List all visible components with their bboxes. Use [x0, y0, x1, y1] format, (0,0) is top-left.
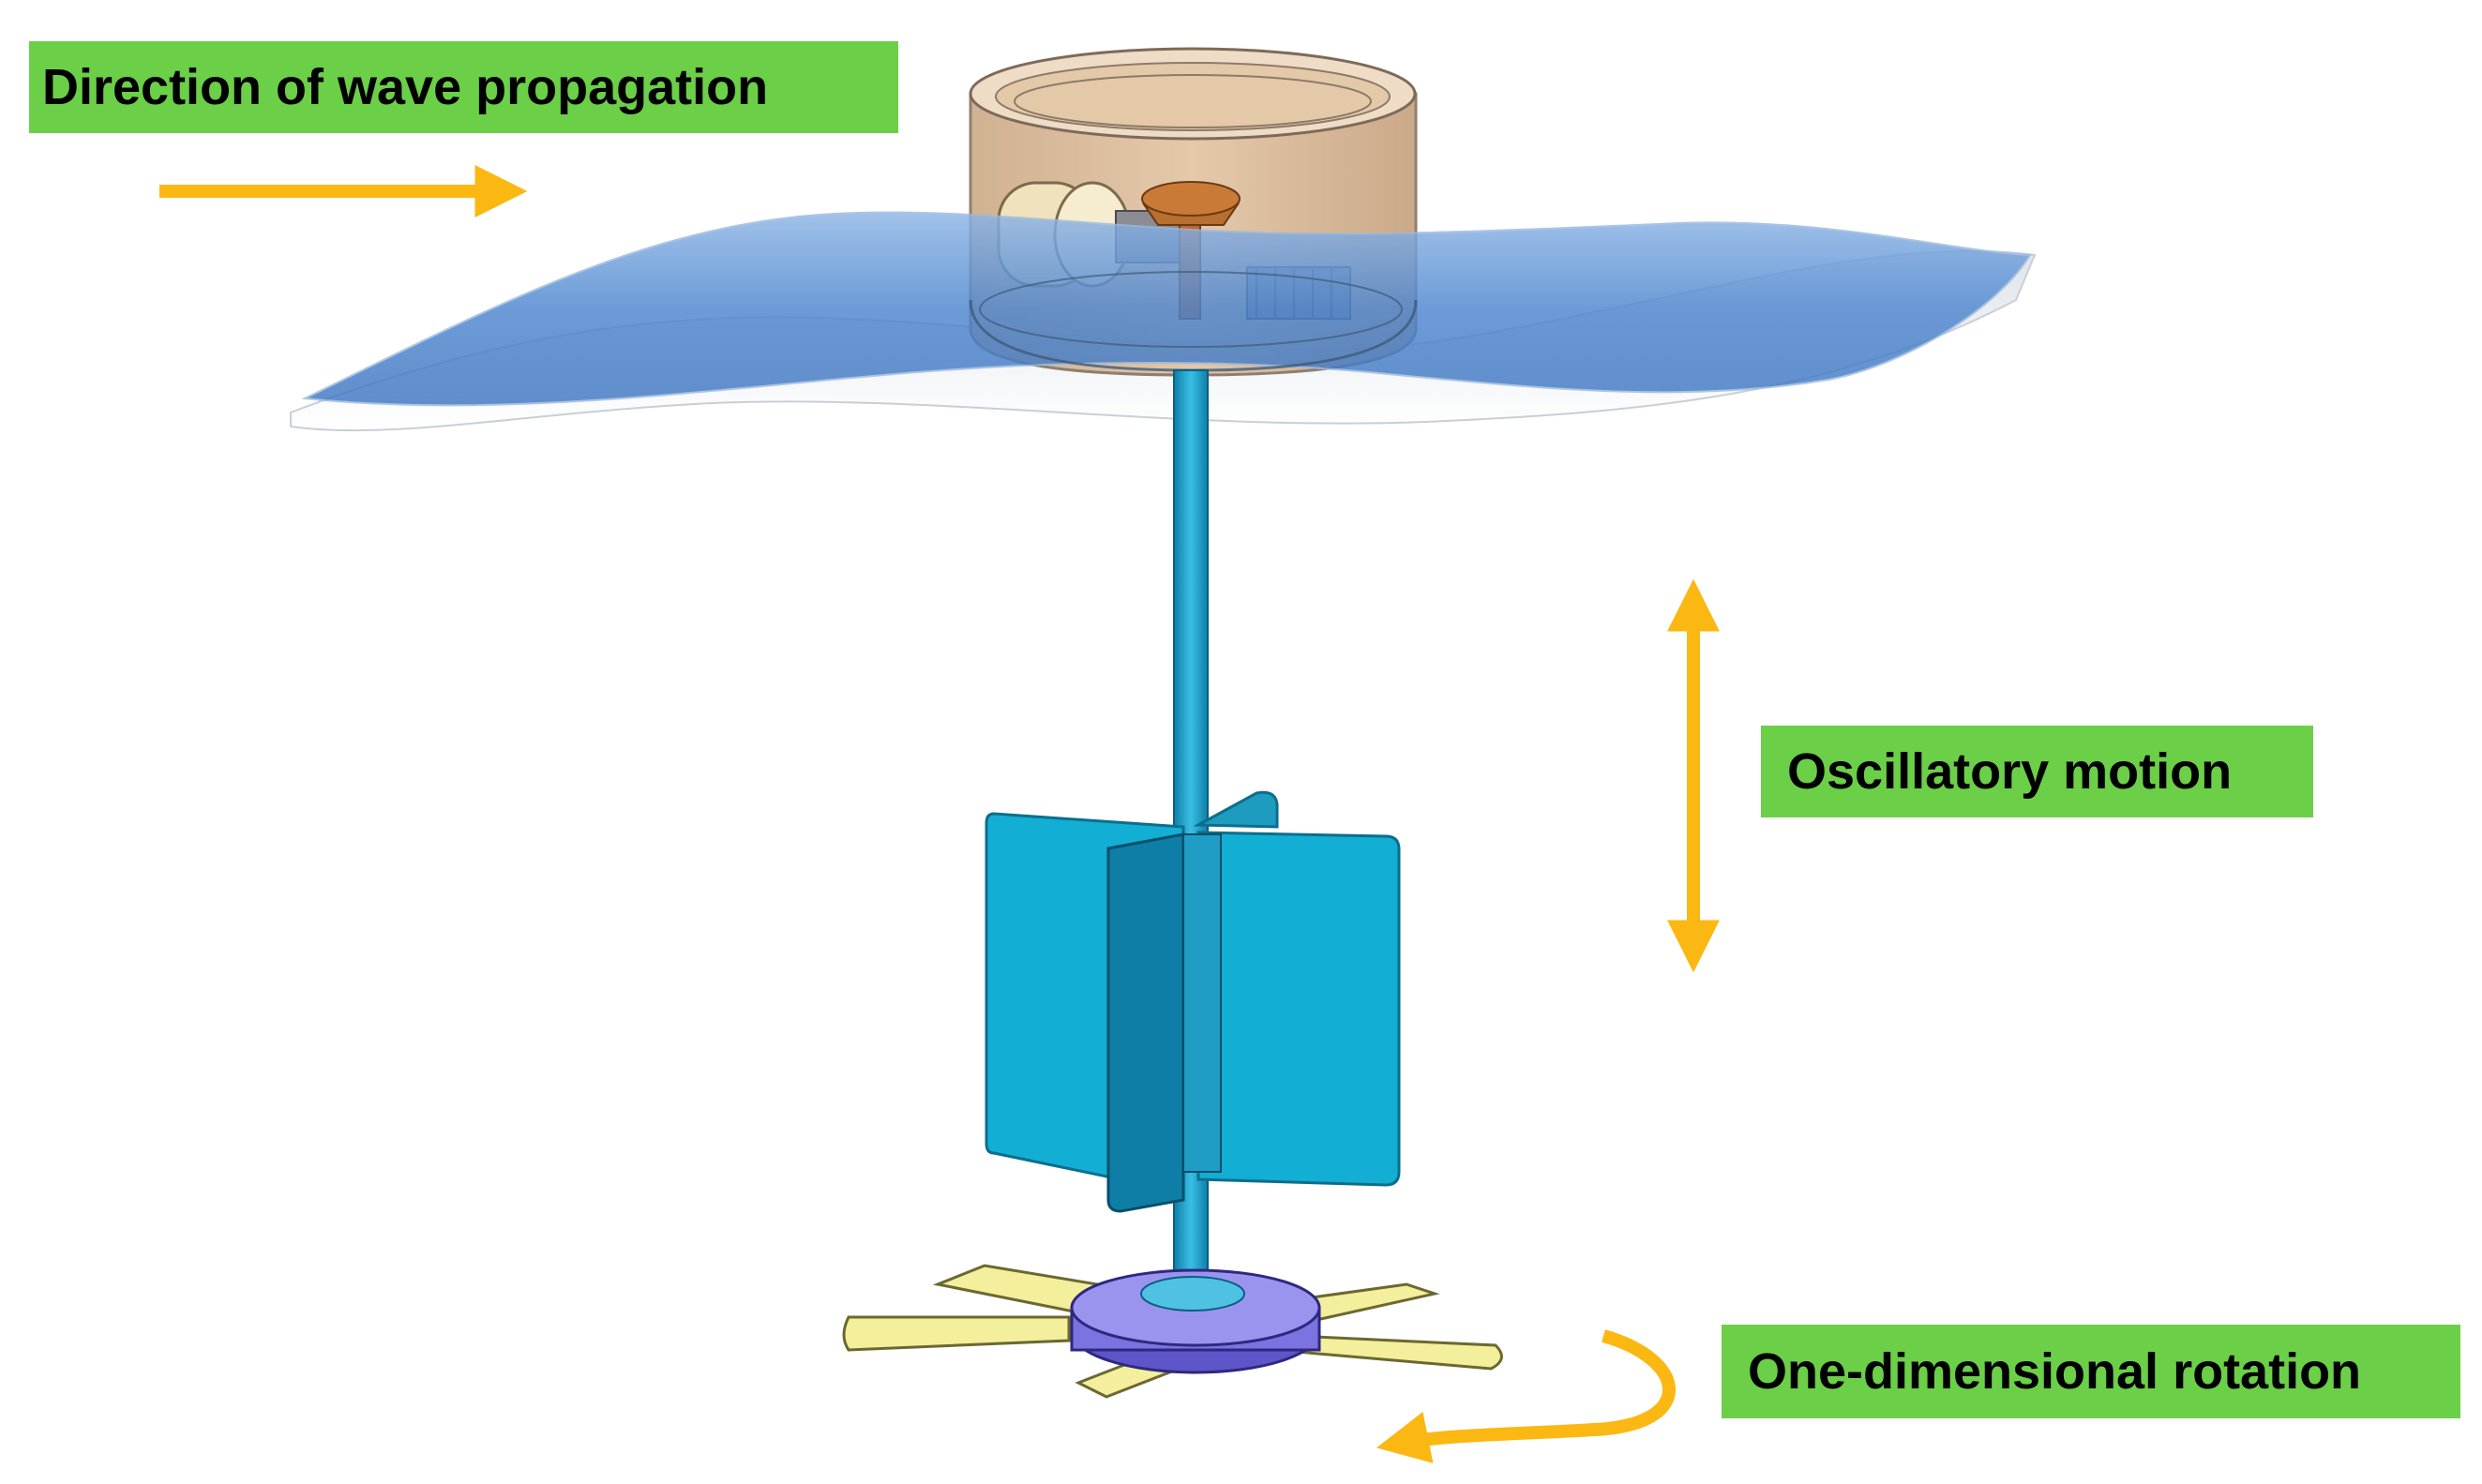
water-surface — [301, 211, 2032, 407]
oscillatory-motion-label: Oscillatory motion — [1761, 726, 2313, 817]
propeller — [842, 1264, 1503, 1399]
oscillatory-motion-text: Oscillatory motion — [1787, 743, 2233, 800]
housing-bottom-plate — [979, 271, 1403, 348]
wave-direction-text: Direction of wave propagation — [42, 59, 769, 115]
rotation-text: One-dimensional rotation — [1748, 1343, 2362, 1400]
rotation-arrow — [1376, 1329, 1676, 1463]
rotation-label: One-dimensional rotation — [1722, 1325, 2460, 1418]
wave-direction-label: Direction of wave propagation — [29, 41, 898, 133]
vertical-blades — [985, 790, 1401, 1213]
